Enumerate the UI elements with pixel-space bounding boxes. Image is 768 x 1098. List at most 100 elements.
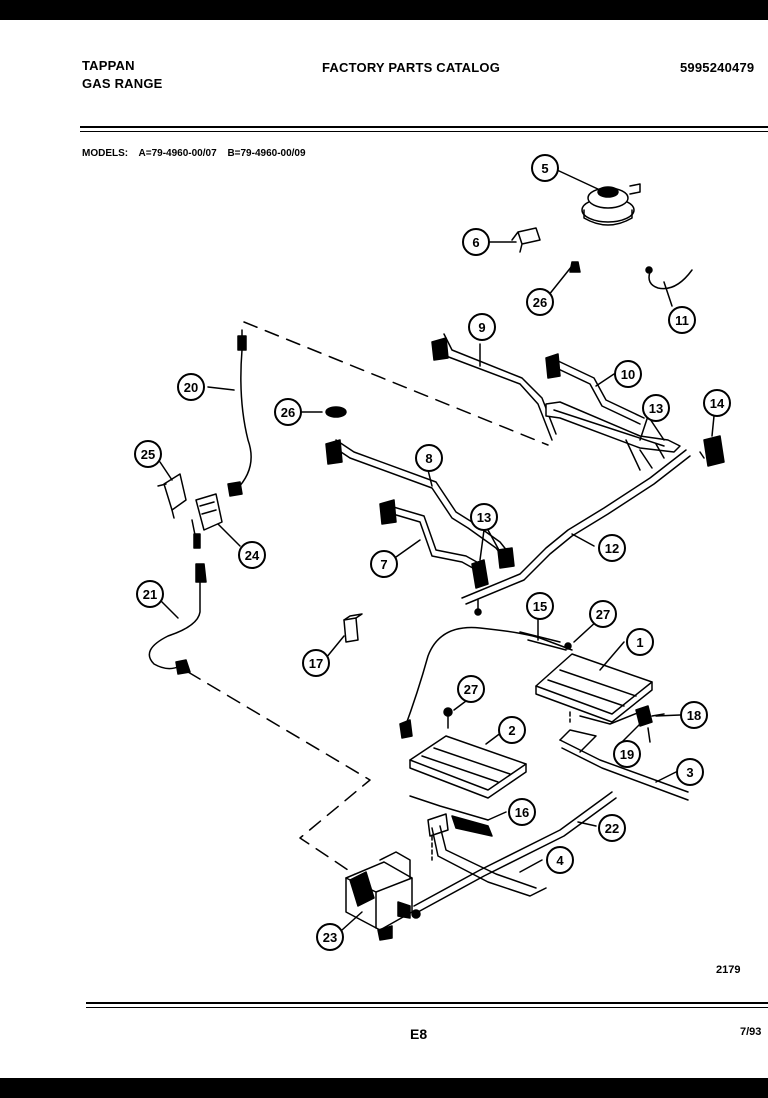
- callout-20: 20: [177, 373, 205, 401]
- catalog-title: FACTORY PARTS CATALOG: [322, 60, 501, 75]
- callout-25: 25: [134, 440, 162, 468]
- dashed-guide-lower: [187, 671, 371, 879]
- callout-label: 11: [675, 313, 689, 328]
- callout-4: 4: [546, 846, 574, 874]
- callout-circle: [526, 288, 554, 316]
- callout-label: 8: [425, 451, 432, 466]
- callout-label: 6: [472, 235, 479, 250]
- footer-rule-thick: [86, 1002, 768, 1004]
- callout-circle: [508, 798, 536, 826]
- callout-circle: [546, 846, 574, 874]
- callout-label: 27: [464, 682, 478, 697]
- revision-date: 7/93: [740, 1026, 762, 1038]
- callout-circle: [370, 550, 398, 578]
- model-a: A=79-4960-00/07: [138, 148, 217, 159]
- callout-circle: [134, 440, 162, 468]
- callout-label: 18: [687, 708, 701, 723]
- callout-24: 24: [238, 541, 266, 569]
- callout-label: 26: [533, 295, 547, 310]
- models-label: MODELS:: [82, 148, 129, 159]
- callout-label: 16: [515, 805, 529, 820]
- callout-7: 7: [370, 550, 398, 578]
- callout-17: 17: [302, 649, 330, 677]
- scan-border-bottom: [0, 1078, 768, 1098]
- header-rule-thin: [80, 131, 768, 132]
- callout-label: 10: [621, 367, 635, 382]
- callout-circle: [642, 394, 670, 422]
- callout-12: 12: [598, 534, 626, 562]
- callout-circle: [614, 360, 642, 388]
- callout-label: 22: [605, 821, 619, 836]
- callout-circle: [274, 398, 302, 426]
- page-number: E8: [410, 1026, 428, 1042]
- callout-label: 23: [323, 930, 337, 945]
- callout-27: 27: [589, 600, 617, 628]
- callout-label: 15: [533, 599, 547, 614]
- callout-circle: [498, 716, 526, 744]
- scan-border-top: [0, 0, 768, 20]
- callout-3: 3: [676, 758, 704, 786]
- callout-label: 19: [620, 747, 634, 762]
- callout-circle: [676, 758, 704, 786]
- callout-23: 23: [316, 923, 344, 951]
- callout-circle: [598, 534, 626, 562]
- regulator-part: [581, 183, 641, 226]
- callout-19: 19: [613, 740, 641, 768]
- callout-label: 24: [245, 548, 260, 563]
- callout-21: 21: [136, 580, 164, 608]
- callout-14: 14: [703, 389, 731, 417]
- callout-6: 6: [462, 228, 490, 256]
- callout-circle: [703, 389, 731, 417]
- callout-13: 13: [470, 503, 498, 531]
- callout-circle: [626, 628, 654, 656]
- callout-label: 5: [541, 161, 548, 176]
- callout-26: 26: [526, 288, 554, 316]
- callout-18: 18: [680, 701, 708, 729]
- callout-22: 22: [598, 814, 626, 842]
- callout-label: 7: [380, 557, 387, 572]
- brand-name: TAPPAN: [82, 58, 135, 73]
- callout-label: 3: [686, 765, 693, 780]
- callout-label: 12: [605, 541, 619, 556]
- valve-part: [345, 851, 421, 941]
- callout-11: 11: [668, 306, 696, 334]
- callout-26: 26: [274, 398, 302, 426]
- callout-9: 9: [468, 313, 496, 341]
- callout-label: 20: [184, 380, 198, 395]
- callout-circle: [238, 541, 266, 569]
- callout-label: 4: [556, 853, 564, 868]
- callout-label: 25: [141, 447, 155, 462]
- callout-label: 14: [710, 396, 725, 411]
- bracket-part: [511, 227, 541, 253]
- callout-circle: [680, 701, 708, 729]
- callout-15: 15: [526, 592, 554, 620]
- callout-circle: [589, 600, 617, 628]
- footer-rule-thin: [86, 1007, 768, 1008]
- callout-label: 9: [478, 320, 485, 335]
- callout-label: 27: [596, 607, 610, 622]
- callout-label: 1: [636, 635, 643, 650]
- diagram-code: 2179: [716, 964, 741, 976]
- callout-label: 13: [477, 510, 491, 525]
- callout-label: 2: [508, 723, 515, 738]
- callout-13: 13: [642, 394, 670, 422]
- callout-10: 10: [614, 360, 642, 388]
- callout-label: 13: [649, 401, 663, 416]
- model-b: B=79-4960-00/09: [227, 148, 306, 159]
- callout-8: 8: [415, 444, 443, 472]
- callout-circle: [668, 306, 696, 334]
- callout-label: 17: [309, 656, 323, 671]
- callout-label: 26: [281, 405, 295, 420]
- callout-circle: [613, 740, 641, 768]
- callout-label: 21: [143, 587, 157, 602]
- callout-27: 27: [457, 675, 485, 703]
- callout-circle: [531, 154, 559, 182]
- callout-circle: [316, 923, 344, 951]
- callout-2: 2: [498, 716, 526, 744]
- catalog-number: 5995240479: [680, 60, 755, 75]
- callout-circle: [136, 580, 164, 608]
- callout-circle: [470, 503, 498, 531]
- models-line: MODELS: A=79-4960-00/07 B=79-4960-00/09: [82, 148, 314, 159]
- callout-circle: [468, 313, 496, 341]
